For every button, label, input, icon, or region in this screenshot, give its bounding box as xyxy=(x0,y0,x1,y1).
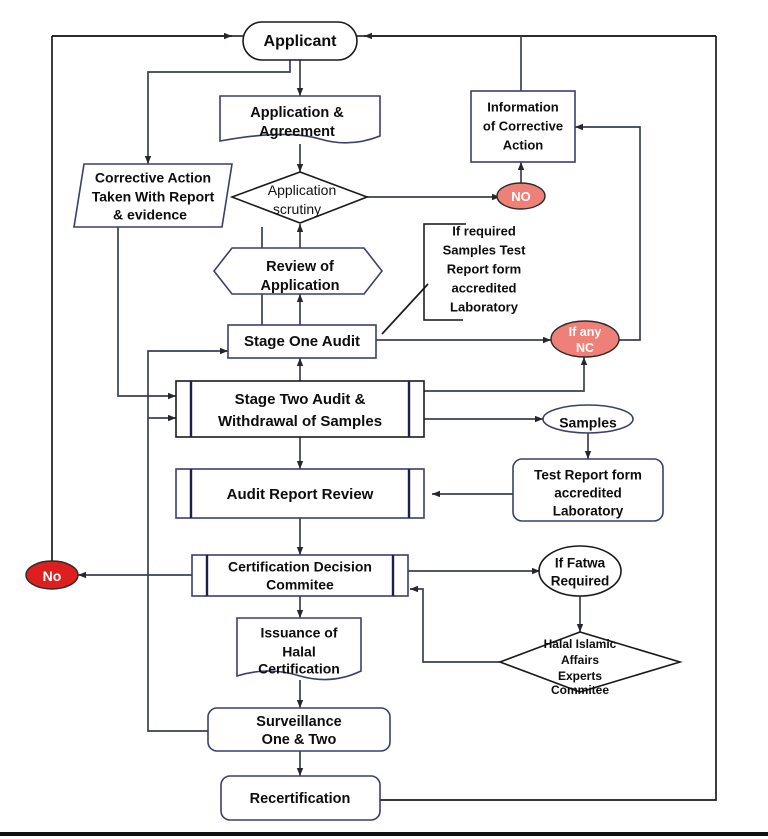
node-applicant[interactable]: Applicant xyxy=(242,21,358,61)
node-stage-two-line1: Stage Two Audit & xyxy=(235,391,366,408)
node-application-agreement-line1: Application & xyxy=(250,105,344,121)
node-no-left[interactable]: No xyxy=(25,560,79,590)
node-issuance-line3: Certification xyxy=(258,661,340,677)
node-halal-islamic-experts[interactable]: Halal Islamic Affairs Experts Commitee xyxy=(497,631,683,697)
note-line2: Samples Test xyxy=(443,242,527,257)
node-fatwa-line2: Required xyxy=(551,574,610,589)
node-if-any-nc[interactable]: If any NC xyxy=(550,320,620,358)
connector-experts-to-certification xyxy=(410,585,500,663)
node-test-report-lab[interactable]: Test Report form accredited Laboratory xyxy=(512,458,664,522)
node-corrective-action[interactable]: Corrective Action Taken With Report & ev… xyxy=(73,163,233,228)
node-if-required-note: If required Samples Test Report form acc… xyxy=(423,223,527,321)
node-corrective-action-line1: Corrective Action xyxy=(95,170,211,186)
node-experts-line1: Halal Islamic xyxy=(544,637,617,651)
node-certification-line2: Commitee xyxy=(266,577,334,593)
node-audit-report-review-label: Audit Report Review xyxy=(227,486,374,503)
node-issuance-halal-certification[interactable]: Issuance of Halal Certification xyxy=(236,617,362,681)
note-line5: Laboratory xyxy=(450,299,519,314)
node-no-top[interactable]: NO xyxy=(496,182,546,210)
node-samples[interactable]: Samples xyxy=(542,404,634,434)
node-test-report-line1: Test Report form xyxy=(534,468,642,483)
node-test-report-line3: Laboratory xyxy=(553,504,624,519)
connector-stage-two-right-to-nc xyxy=(424,381,585,392)
node-information-corrective-line3: Action xyxy=(503,137,544,152)
node-surveillance[interactable]: Surveillance One & Two xyxy=(207,707,391,752)
connector-corrective-to-stage-two xyxy=(117,227,176,400)
node-applicant-label: Applicant xyxy=(264,33,338,50)
node-review-of-application[interactable]: Review of Application xyxy=(212,247,384,295)
page-bottom-rule xyxy=(0,832,768,836)
node-application-agreement[interactable]: Application & Agreement xyxy=(219,95,381,144)
connector-recertification-to-top xyxy=(380,36,717,801)
node-experts-line4: Commitee xyxy=(551,683,609,697)
connector-applicant-to-corrective-action xyxy=(144,59,291,164)
node-surveillance-line1: Surveillance xyxy=(256,714,341,730)
connector-if-any-nc-to-information xyxy=(575,123,641,341)
node-no-top-label: NO xyxy=(511,189,531,204)
node-surveillance-line2: One & Two xyxy=(262,732,337,748)
node-experts-line2: Affairs xyxy=(561,653,599,667)
node-test-report-line2: accredited xyxy=(554,486,622,501)
node-if-any-nc-line1: If any xyxy=(569,325,602,339)
node-if-any-nc-line2: NC xyxy=(576,341,594,355)
node-certification-line1: Certification Decision xyxy=(228,559,372,575)
node-no-left-label: No xyxy=(43,568,62,584)
node-stage-one-label: Stage One Audit xyxy=(244,333,360,350)
node-certification-decision-committee[interactable]: Certification Decision Commitee xyxy=(191,554,409,597)
node-recertification[interactable]: Recertification xyxy=(220,775,381,821)
node-review-line2: Application xyxy=(261,278,340,294)
node-fatwa-line1: If Fatwa xyxy=(555,556,606,571)
node-issuance-line1: Issuance of xyxy=(260,625,337,641)
node-stage-two-line2: Withdrawal of Samples xyxy=(218,413,382,430)
node-experts-line3: Experts xyxy=(558,669,602,683)
connector-layer xyxy=(51,32,717,801)
node-information-corrective-line2: of Corrective xyxy=(483,118,563,133)
node-application-agreement-line2: Agreement xyxy=(259,124,335,140)
node-application-scrutiny-line1: Application xyxy=(268,182,337,198)
node-information-corrective-action[interactable]: Information of Corrective Action xyxy=(470,90,576,163)
node-review-line1: Review of xyxy=(266,259,334,275)
node-application-scrutiny[interactable]: Application scrutiny xyxy=(229,171,370,224)
node-stage-two-audit[interactable]: Stage Two Audit & Withdrawal of Samples xyxy=(175,380,425,438)
node-if-fatwa-required[interactable]: If Fatwa Required xyxy=(538,545,622,597)
node-issuance-line2: Halal xyxy=(282,644,315,660)
node-recertification-label: Recertification xyxy=(250,791,351,807)
node-application-scrutiny-line2: scrutiny xyxy=(273,201,321,217)
node-corrective-action-line2: Taken With Report xyxy=(92,189,215,205)
node-samples-label: Samples xyxy=(559,415,617,431)
node-stage-one-audit[interactable]: Stage One Audit xyxy=(227,324,377,359)
node-corrective-action-line3: & evidence xyxy=(113,207,187,223)
node-audit-report-review[interactable]: Audit Report Review xyxy=(175,468,425,519)
note-line3: Report form xyxy=(447,261,521,276)
note-line4: accredited xyxy=(451,280,516,295)
connector-note-leader xyxy=(381,283,429,335)
node-information-corrective-line1: Information xyxy=(487,99,559,114)
note-line1: If required xyxy=(452,223,516,238)
connector-surveillance-to-stage-one xyxy=(147,347,228,732)
